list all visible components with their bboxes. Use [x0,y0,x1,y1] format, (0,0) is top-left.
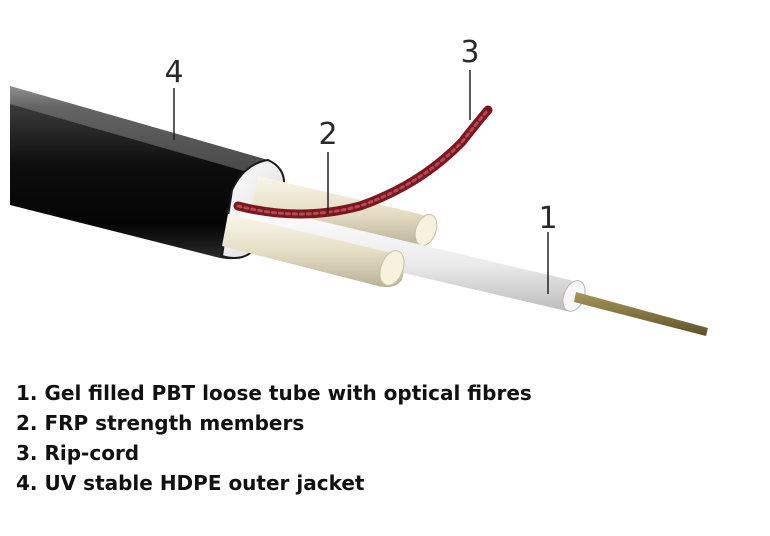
callout-number-1: 1 [538,201,557,236]
optical-fibre [574,292,708,336]
component-legend: 1. Gel filled PBT loose tube with optica… [16,378,532,498]
callout-number-2: 2 [318,117,337,152]
callout-number-4: 4 [164,55,183,90]
legend-item-loose-tube: 1. Gel filled PBT loose tube with optica… [16,381,532,405]
legend-item-strength-members: 2. FRP strength members [16,411,305,435]
legend-item-outer-jacket: 4. UV stable HDPE outer jacket [16,471,365,495]
loose-tube [236,202,586,312]
callout-number-3: 3 [460,35,479,70]
rip-cord [233,105,493,219]
legend-item-rip-cord: 3. Rip-cord [16,441,140,465]
cable-cross-section-diagram: 1 2 3 4 [10,35,708,336]
frp-strength-member-lower [222,214,405,288]
